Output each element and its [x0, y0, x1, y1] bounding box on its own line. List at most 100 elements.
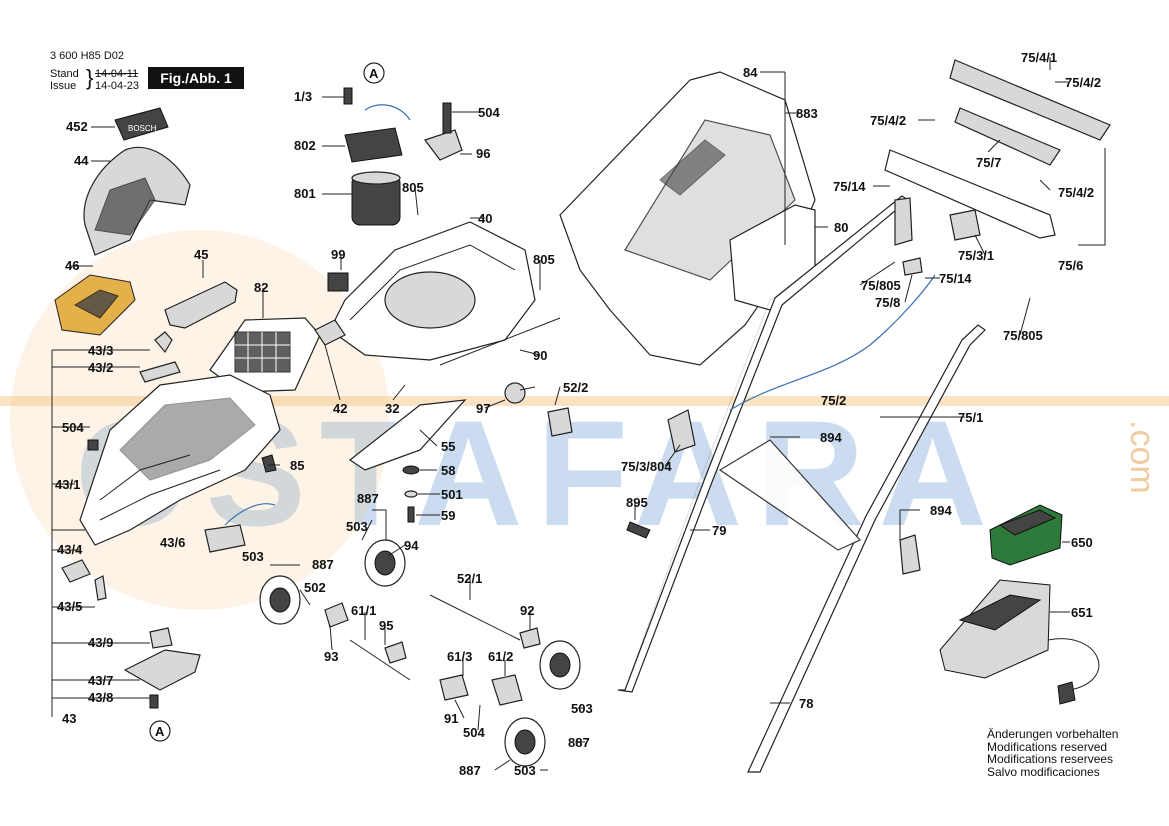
svg-text:503: 503 [571, 701, 593, 716]
axle-90 [439, 317, 561, 366]
wheel-887-left [259, 575, 301, 625]
svg-text:61/2: 61/2 [488, 649, 513, 664]
leader-lines [70, 57, 1106, 771]
svg-text:58: 58 [441, 463, 455, 478]
svg-text:43: 43 [62, 711, 76, 726]
carry-handle [164, 281, 238, 329]
svg-text:75/4/1: 75/4/1 [1021, 50, 1057, 65]
washer-501 [404, 490, 418, 498]
svg-text:503: 503 [346, 519, 368, 534]
svg-text:503: 503 [514, 763, 536, 778]
svg-text:504: 504 [62, 420, 84, 435]
svg-text:84: 84 [743, 65, 758, 80]
cable-line [224, 503, 276, 526]
svg-text:55: 55 [441, 439, 455, 454]
screw-59 [407, 506, 415, 523]
svg-text:650: 650 [1071, 535, 1093, 550]
wheel-887-bottom [504, 717, 546, 767]
svg-text:75/805: 75/805 [861, 278, 901, 293]
figure-label: Fig./Abb. 1 [148, 67, 244, 89]
svg-text:52/2: 52/2 [563, 380, 588, 395]
svg-text:85: 85 [290, 458, 304, 473]
top-cover [83, 146, 191, 256]
svg-text:883: 883 [796, 106, 818, 121]
flap-43-7 [123, 649, 201, 691]
svg-text:801: 801 [294, 186, 316, 201]
part-75-8 [902, 257, 923, 276]
part-labels: 1/3 802 801 805 99 452 44 46 45 82 43/3 … [55, 50, 1101, 778]
svg-text:BOSCH: BOSCH [128, 124, 157, 133]
ref-marker-bottom: A [149, 720, 171, 742]
svg-text:97: 97 [476, 401, 490, 416]
svg-text:43/7: 43/7 [88, 673, 113, 688]
svg-text:43/2: 43/2 [88, 360, 113, 375]
disclaimer-line: Modifications reserved [987, 739, 1108, 754]
svg-text:75/14: 75/14 [939, 271, 972, 286]
svg-text:75/4/2: 75/4/2 [870, 113, 906, 128]
svg-text:80: 80 [834, 220, 848, 235]
screw-1-3 [343, 87, 353, 105]
cable-43-6 [204, 524, 246, 553]
screw-43-8 [149, 694, 159, 709]
watermark-suffix: .com [1123, 420, 1161, 494]
axle-52-1 [429, 594, 521, 641]
svg-text:504: 504 [478, 105, 500, 120]
wheel-887-right [539, 640, 581, 690]
part-58 [402, 465, 420, 475]
svg-text:75/3/1: 75/3/1 [958, 248, 994, 263]
stand-date: 14-04-11 [95, 68, 139, 80]
svg-text:504: 504 [463, 725, 485, 740]
label-plate: BOSCH [114, 107, 169, 141]
screw-504-top [442, 102, 452, 134]
motor-electronics [344, 104, 411, 163]
svg-text:46: 46 [65, 258, 79, 273]
svg-text:75/6: 75/6 [1058, 258, 1083, 273]
battery-650 [989, 504, 1063, 566]
svg-text:895: 895 [626, 495, 648, 510]
disclaimer-line: Salvo modificaciones [987, 764, 1100, 779]
part-97 [504, 382, 526, 404]
issue-label: Issue [50, 80, 77, 92]
svg-text:75/4/2: 75/4/2 [1065, 75, 1101, 90]
part-895 [626, 521, 651, 539]
svg-text:82: 82 [254, 280, 268, 295]
svg-text:75/3/804: 75/3/804 [621, 459, 672, 474]
motor-deck [329, 221, 536, 361]
svg-text:59: 59 [441, 508, 455, 523]
svg-text:75/4/2: 75/4/2 [1058, 185, 1094, 200]
svg-text:887: 887 [312, 557, 334, 572]
svg-text:75/7: 75/7 [976, 155, 1001, 170]
part-502 [324, 602, 349, 628]
svg-text:887: 887 [459, 763, 481, 778]
svg-text:75/1: 75/1 [958, 410, 983, 425]
disclaimer-line: Änderungen vorbehalten [987, 727, 1119, 741]
handle-grip-75-4-1 [949, 59, 1111, 141]
svg-text:92: 92 [520, 603, 534, 618]
disclaimer-line: Modifications reservees [987, 752, 1114, 766]
disclaimer: Änderungen vorbehalten Modifications res… [987, 728, 1118, 778]
motor [351, 171, 401, 226]
svg-text:A: A [369, 66, 379, 81]
lever-894 [899, 534, 921, 575]
svg-text:61/1: 61/1 [351, 603, 376, 618]
watermark-band [0, 396, 1169, 406]
svg-text:43/9: 43/9 [88, 635, 113, 650]
main-housing [79, 374, 281, 546]
latch-43-9 [149, 627, 173, 649]
svg-text:43/5: 43/5 [57, 599, 82, 614]
clip-43-2 [139, 361, 181, 383]
svg-text:43/1: 43/1 [55, 477, 80, 492]
blade-55 [348, 399, 467, 471]
svg-text:91: 91 [444, 711, 458, 726]
cable-75-2 [729, 274, 936, 411]
clip-43-3 [154, 331, 173, 354]
svg-text:651: 651 [1071, 605, 1093, 620]
svg-text:43/4: 43/4 [57, 542, 83, 557]
handle-grip-75-7 [954, 107, 1061, 166]
svg-text:45: 45 [194, 247, 208, 262]
svg-text:894: 894 [820, 430, 842, 445]
doc-number: 3 600 H85 D02 [50, 50, 124, 62]
charger-651 [939, 579, 1100, 705]
svg-text:894: 894 [930, 503, 952, 518]
svg-text:94: 94 [404, 538, 419, 553]
